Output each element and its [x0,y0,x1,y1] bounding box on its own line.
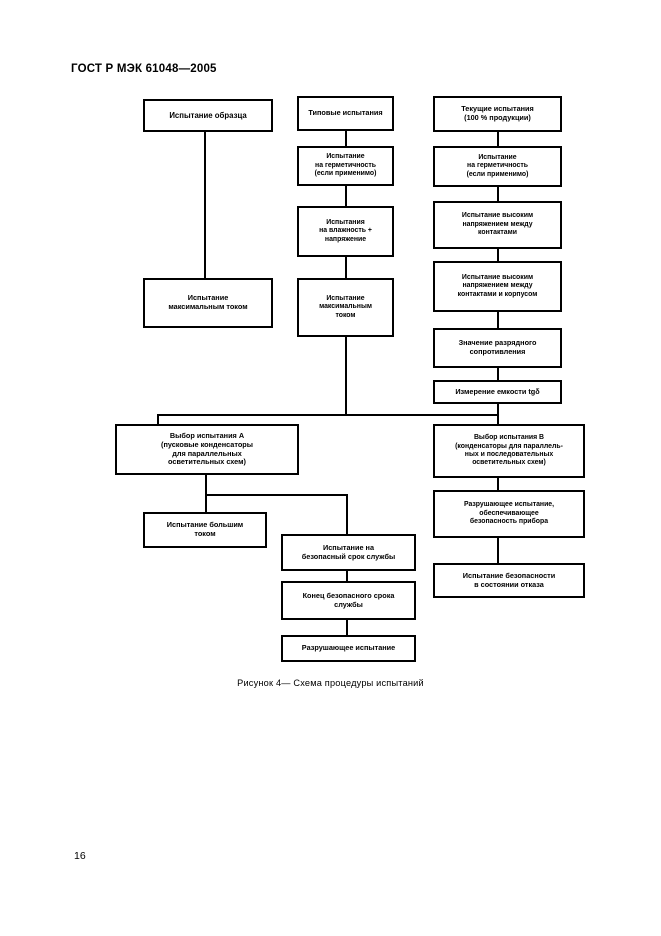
edge-tightness-to-humidity [345,185,347,206]
edge-capacitance-to-bus [497,403,499,416]
node-capacitance-measurement-label: Измерение емкости tgδ [455,386,540,396]
node-choice-test-b-label: Выбор испытания В(конденсаторы для парал… [455,434,563,467]
node-choice-test-b[interactable]: Выбор испытания В(конденсаторы для парал… [433,424,585,478]
edge-choicea-branch-horizontal [205,494,348,496]
document-header-standard-number: ГОСТ Р МЭК 61048—2005 [71,63,217,75]
edge-choiceb-to-destructive-safety [497,477,499,491]
edge-choicea-down [205,474,207,496]
edge-safelife-to-endlife [346,570,348,582]
edge-discharge-to-capacitance [497,367,499,381]
edge-bus-down-to-choice-b [497,414,499,425]
edge-choicea-to-highcurrent [205,494,207,513]
edge-endlife-to-destructive [346,619,348,635]
edge-humidity-to-maxcurrent [345,256,347,278]
edge-hv-contacts-to-hv-case [497,248,499,262]
node-capacitance-measurement[interactable]: Измерение емкости tgδ [433,380,562,404]
edge-bus-horizontal [157,414,499,416]
node-sample-test[interactable]: Испытание образца [143,99,273,132]
node-routine-tests-label: Текущие испытания(100 % продукции) [461,104,534,122]
edge-maxcurrent-to-bus [345,336,347,416]
page-number: 16 [74,850,86,862]
edge-typetests-to-tightness [345,130,347,147]
node-destructive-test-label: Разрушающее испытание [301,643,396,653]
edge-choicea-to-safe-life [346,494,348,534]
edge-hv-case-to-discharge [497,311,499,329]
figure-caption: Рисунок 4— Схема процедуры испытаний [237,678,424,688]
node-type-tests[interactable]: Типовые испытания [297,96,394,131]
node-destructive-test[interactable]: Разрушающее испытание [281,635,416,662]
edge-bus-down-to-choice-a [157,414,159,425]
node-routine-tests[interactable]: Текущие испытания(100 % продукции) [433,96,562,132]
edge-destructive-safety-to-failure-safety [497,538,499,564]
node-sample-test-label: Испытание образца [169,110,247,120]
edge-sample-to-maxcurrent [204,131,206,279]
node-type-tests-label: Типовые испытания [308,108,383,118]
edge-routine-tightness-to-hv-contacts [497,186,499,202]
edge-routine-to-tightness [497,131,499,147]
